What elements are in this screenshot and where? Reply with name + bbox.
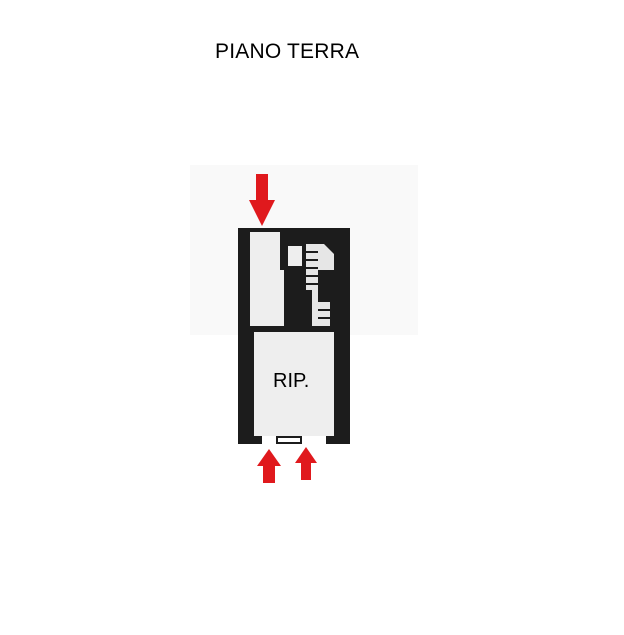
bottom-opening-left bbox=[262, 436, 276, 444]
floor-title: PIANO TERRA bbox=[215, 40, 360, 63]
bottom-opening-right bbox=[302, 436, 326, 444]
room-label-rip: RIP. bbox=[273, 370, 310, 392]
entrance-arrow-icon bbox=[257, 449, 281, 483]
entrance-arrow-icon bbox=[249, 174, 275, 226]
entrance-arrow-icon bbox=[295, 447, 317, 480]
bottom-opening-mid bbox=[278, 438, 300, 442]
interior-wall bbox=[250, 326, 338, 332]
main-room-floor bbox=[254, 332, 334, 436]
upper-room-floor bbox=[250, 232, 280, 328]
staircase-icon bbox=[284, 242, 336, 330]
